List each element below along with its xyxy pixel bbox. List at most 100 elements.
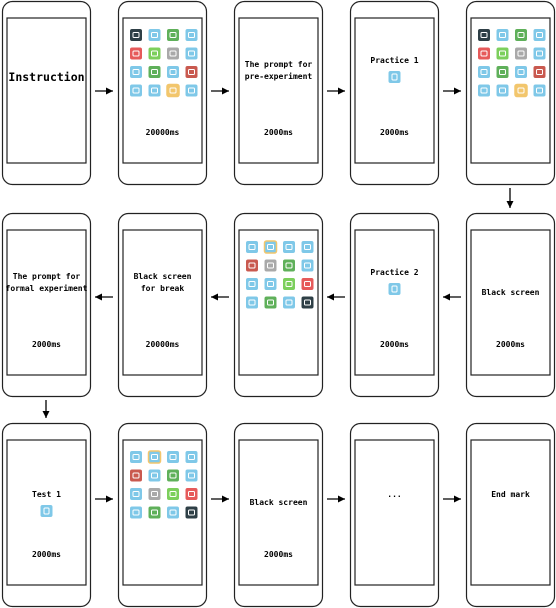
flow-arrow — [211, 293, 229, 301]
calendar-icon — [533, 47, 546, 60]
phone-frame: End mark — [465, 422, 556, 608]
film-icon — [185, 506, 198, 519]
calculator-icon — [148, 47, 161, 60]
flow-arrow — [95, 293, 113, 301]
phone-frame: 20000ms — [117, 0, 208, 186]
picture-icon — [185, 29, 198, 41]
phone-duration: 2000ms — [32, 340, 61, 349]
time-icon — [515, 66, 527, 78]
film-icon — [478, 29, 490, 41]
headphones-icon — [130, 47, 142, 60]
flow-arrow — [95, 495, 113, 503]
inbox-icon — [283, 241, 295, 253]
phone-frame: Instruction — [1, 0, 92, 186]
monitor-icon — [130, 488, 142, 500]
flow-arrow — [443, 293, 461, 301]
compass-icon — [148, 469, 161, 482]
phone-frame: Test 1 2000ms — [1, 422, 92, 608]
pin-icon — [478, 66, 490, 78]
phone-title: Practice 2 — [370, 267, 418, 277]
flow-arrow — [327, 495, 345, 503]
monitor-icon — [246, 278, 258, 290]
gallery-icon — [301, 241, 314, 253]
flow-arrow — [506, 188, 514, 208]
phone-frame — [117, 422, 208, 608]
picture-icon — [147, 450, 162, 464]
chat-icon — [167, 506, 179, 519]
flashlight-icon — [388, 71, 401, 83]
radio-icon — [533, 66, 546, 78]
phone-title: formal experiment — [6, 283, 88, 293]
mail-icon — [496, 29, 509, 41]
phone-duration: 20000ms — [146, 340, 180, 349]
letter-icon — [514, 83, 528, 98]
phone-title: pre-experiment — [245, 71, 313, 81]
phone-frame — [465, 0, 556, 186]
phone-title: End mark — [491, 490, 530, 499]
flow-arrow — [211, 495, 229, 503]
clock-icon — [515, 47, 527, 60]
phone-title: Black screen — [134, 272, 192, 281]
phone-frame: The prompt for formal experiment 2000ms — [1, 212, 92, 398]
film-icon — [130, 29, 142, 41]
gallery-icon — [185, 451, 198, 463]
calculator-icon — [283, 278, 295, 290]
flow-arrow — [443, 87, 461, 95]
compass-icon — [264, 278, 277, 290]
calendar-icon — [185, 47, 198, 60]
phone-screen — [6, 229, 87, 376]
picture-icon — [533, 29, 546, 41]
phone-screen — [238, 17, 319, 164]
phone-frame — [233, 212, 324, 398]
phone-duration: 2000ms — [380, 340, 409, 349]
mail-icon — [40, 505, 53, 517]
phone-duration: 2000ms — [32, 550, 61, 559]
printer-icon — [148, 84, 161, 97]
film-icon — [301, 296, 314, 309]
phone-title: The prompt for — [245, 60, 313, 69]
mail-icon — [148, 29, 161, 41]
phone-screen — [122, 229, 203, 376]
chat-icon — [185, 84, 198, 97]
phone-icon — [185, 469, 198, 482]
phone-screen — [6, 17, 87, 164]
headphones-icon — [185, 488, 198, 500]
calculator-icon — [167, 488, 179, 500]
picture-icon — [263, 240, 278, 254]
flashlight-icon — [130, 451, 142, 463]
flow-arrow — [327, 87, 345, 95]
phone-screen — [354, 17, 435, 164]
puzzle-icon — [515, 29, 527, 41]
phone-title: Instruction — [8, 70, 84, 84]
phone-frame: The prompt for pre-experiment 2000ms — [233, 0, 324, 186]
radio-icon — [130, 469, 142, 482]
floppy-icon — [496, 66, 509, 78]
phone-title: The prompt for — [13, 272, 81, 281]
puzzle-icon — [148, 506, 161, 519]
flashlight-icon — [246, 241, 258, 253]
clock-icon — [264, 259, 277, 272]
flow-arrow — [42, 400, 50, 418]
phone-frame: ... — [349, 422, 440, 608]
phone-title: Test 1 — [32, 490, 61, 499]
phone-screen — [238, 439, 319, 586]
phone-duration: 2000ms — [264, 128, 293, 137]
phone-title: ... — [387, 490, 401, 499]
chat-icon — [283, 296, 295, 309]
phone-screen — [470, 439, 551, 586]
time-icon — [167, 66, 179, 78]
letter-icon — [166, 83, 180, 98]
phone-frame: Black screen for break 20000ms — [117, 212, 208, 398]
flow-arrow — [211, 87, 229, 95]
puzzle-icon — [167, 29, 179, 41]
headphones-icon — [478, 47, 490, 60]
radio-icon — [246, 259, 258, 272]
phone-duration: 2000ms — [380, 128, 409, 137]
inbox-icon — [167, 451, 179, 463]
phone-frame: Practice 2 2000ms — [349, 212, 440, 398]
phone-title: for break — [141, 284, 185, 293]
printer-icon — [496, 84, 509, 97]
